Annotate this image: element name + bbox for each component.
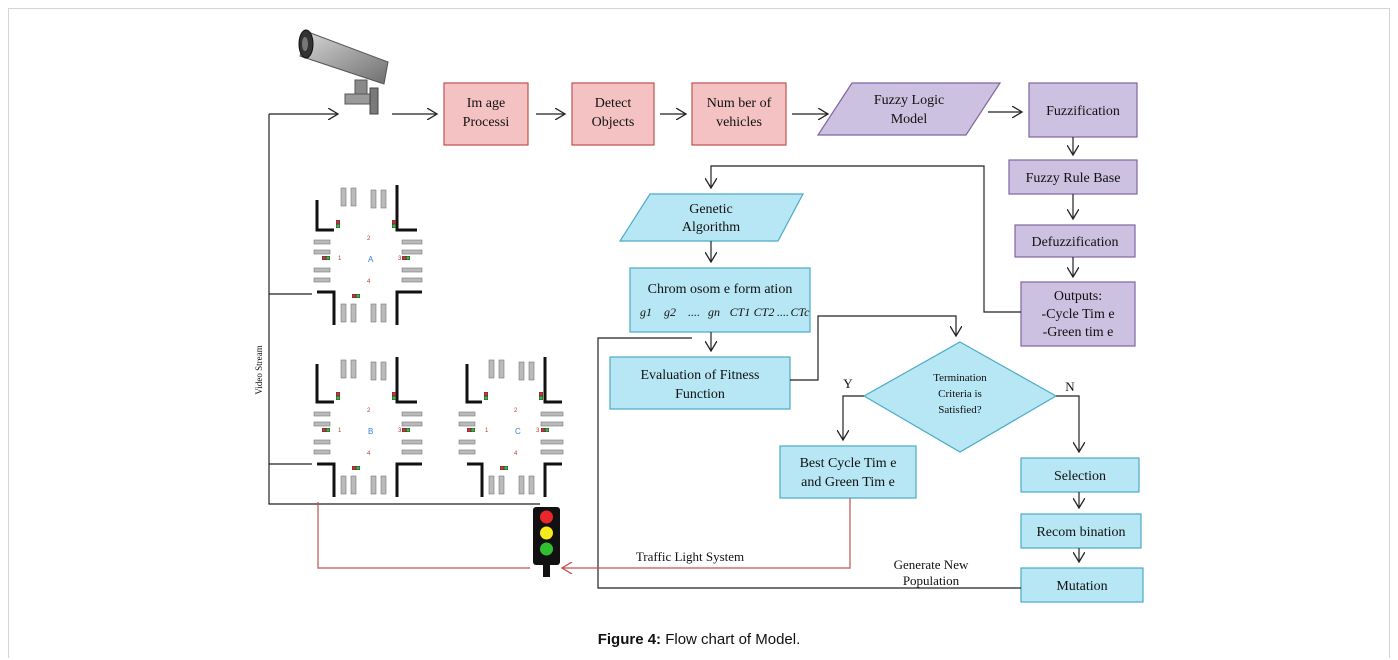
chromosome-genes: g1 g2 .... gn CT1 CT2 .... CTc [640,305,810,319]
lane-2: 2 [514,408,518,414]
figure-caption: Figure 4: Flow chart of Model. [0,631,1398,648]
figure-frame [8,8,1390,658]
outputs-label-1: Outputs: [1054,289,1102,304]
gene-g2: g2 [664,305,676,319]
number-of-vehicles-box: Num ber of vehicles [691,82,787,146]
intersection-c: 1 2 3 4 C [437,352,567,502]
caption-label: Figure 4: [597,631,662,648]
detect-objects-label-1: Detect [595,96,632,111]
intersection-b: 1 2 3 4 B [312,352,427,502]
arrow-best-to-light [562,498,851,568]
lane-2: 2 [367,408,371,414]
flowchart-diagram: Im age Processi Detect Objects Num ber o… [254,29,1144,603]
generate-population-label-1: Generate New [894,557,969,572]
lane-4: 4 [367,279,371,285]
recombination-box: Recom bination [1020,513,1142,549]
best-cycle-label-1: Best Cycle Tim e [800,456,897,471]
evaluation-fitness-label-2: Function [675,387,725,402]
image-processing-box: Im age Processi [443,82,529,146]
defuzzification-box: Defuzzification [1014,224,1136,258]
arrow-light-to-intersection [318,474,530,569]
intersection-name: A [368,255,374,264]
lane-3: 3 [536,428,540,434]
best-cycle-label-2: and Green Tim e [801,475,895,490]
intersection-a: 1 2 3 4 A [312,180,427,330]
lane-4: 4 [367,451,371,457]
traffic-light-icon [533,507,560,577]
arrow-termination-no [1056,395,1079,452]
lane-1: 1 [485,428,489,434]
connectors [268,112,1079,589]
fuzzy-logic-model-box: Fuzzy Logic Model [816,82,1002,136]
termination-label-1: Termination [933,372,987,384]
recombination-label: Recom bination [1036,525,1125,540]
fuzzy-rule-base-label: Fuzzy Rule Base [1026,171,1121,186]
selection-box: Selection [1020,457,1140,493]
feedback-connectors [318,474,851,569]
detect-objects-label-2: Objects [592,115,635,130]
gene-ct2: CT2 [754,305,775,319]
fuzzy-logic-model-label-2: Model [891,112,928,127]
genetic-algorithm-label-1: Genetic [689,202,733,217]
arrow-mutation-to-eval [597,337,1021,589]
lane-2: 2 [367,236,371,242]
outputs-label-2: -Cycle Tim e [1041,307,1114,322]
fuzzification-box: Fuzzification [1028,82,1138,138]
number-of-vehicles-label-2: vehicles [716,115,762,130]
gene-ctc: CTc [791,305,811,319]
defuzzification-label: Defuzzification [1031,235,1118,250]
detect-objects-box: Detect Objects [571,82,655,146]
outputs-box: Outputs: -Cycle Tim e -Green tim e [1020,281,1136,347]
genetic-algorithm-box: Genetic Algorithm [618,193,804,242]
video-stream-label: Video Stream [254,345,264,394]
selection-label: Selection [1054,469,1106,484]
number-of-vehicles-label-1: Num ber of [707,96,772,111]
evaluation-fitness-box: Evaluation of Fitness Function [609,356,791,410]
evaluation-fitness-label-1: Evaluation of Fitness [641,368,760,383]
fuzzy-rule-base-box: Fuzzy Rule Base [1008,159,1138,195]
intersection-name: B [368,427,373,436]
caption-text: Flow chart of Model. [665,631,801,648]
image-processing-label-1: Im age [467,96,505,111]
arrow-outputs-to-ga [711,165,1021,313]
image-processing-label-2: Processi [463,115,510,130]
lane-4: 4 [514,451,518,457]
mutation-label: Mutation [1056,579,1107,594]
genetic-algorithm-label-2: Algorithm [682,220,740,235]
lane-1: 1 [338,256,342,262]
termination-label-2: Criteria is [938,388,982,400]
cctv-camera-icon [298,29,389,115]
chromosome-formation-label: Chrom osom e form ation [648,282,793,297]
generate-population-label-2: Population [903,573,960,588]
lane-1: 1 [338,428,342,434]
lane-3: 3 [398,256,402,262]
video-stream-line [268,114,540,505]
gene-dots-1: .... [688,305,700,319]
chromosome-formation-box: Chrom osom e form ation g1 g2 .... gn CT… [629,267,811,333]
arrow-eval-to-termination [790,315,956,381]
gene-ct1: CT1 [730,305,751,319]
gene-gn: gn [708,305,720,319]
lane-3: 3 [398,428,402,434]
mutation-box: Mutation [1020,567,1144,603]
yes-label: Y [843,376,853,391]
outputs-label-3: -Green tim e [1043,325,1114,340]
gene-g1: g1 [640,305,652,319]
arrow-termination-yes [843,395,864,440]
fuzzification-label: Fuzzification [1046,104,1120,119]
intersection-name: C [515,427,521,436]
traffic-light-system-label: Traffic Light System [636,549,744,564]
termination-criteria-diamond: Termination Criteria is Satisfied? [862,341,1058,453]
gene-dots-2: .... [777,305,789,319]
termination-label-3: Satisfied? [938,404,981,416]
no-label: N [1065,379,1075,394]
fuzzy-logic-model-label-1: Fuzzy Logic [874,93,944,108]
best-cycle-box: Best Cycle Tim e and Green Tim e [779,445,917,499]
